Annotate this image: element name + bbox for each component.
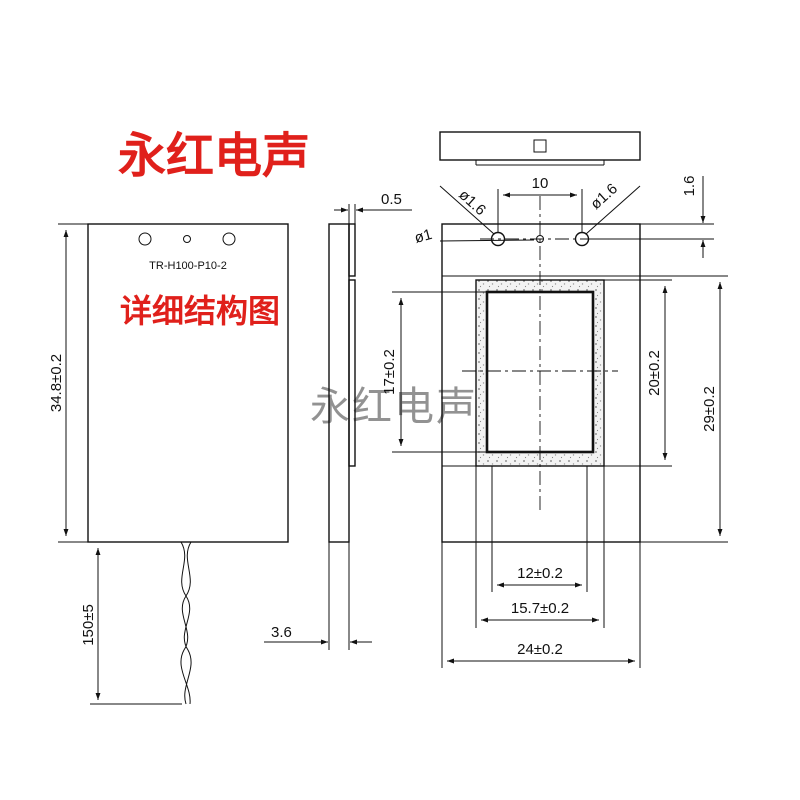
side-body: [328, 223, 350, 543]
top-edge-view: [439, 131, 641, 166]
window-width-text: 12±0.2: [517, 565, 563, 582]
height-dimension-text: 34.8±0.2: [48, 354, 65, 412]
overall-width-text: 24±0.2: [517, 641, 563, 658]
front-view: TR-H100-P10-2 34.8±0.2 150±5: [48, 223, 289, 705]
right-view: ø1.6 ø1.6 10 ø1 1.6 17±0.2: [381, 175, 728, 668]
lead-length-dimension-text: 150±5: [80, 604, 97, 646]
side-foam-layer: [348, 279, 356, 467]
watermark-text: 永红电声: [310, 384, 478, 430]
brand-title: 永红电声: [118, 128, 311, 184]
hole-spacing-text: 10: [532, 175, 549, 192]
mount-hole-center: [183, 235, 191, 243]
right-hole-diameter-text: ø1.6: [587, 180, 621, 213]
hole-offset-text: 1.6: [681, 176, 698, 197]
heater-plate-outline: [87, 223, 289, 543]
plate-outline: [441, 223, 641, 543]
side-top-layer: [348, 223, 356, 277]
bottom-thickness-text: 3.6: [271, 624, 292, 641]
window-height-text: 17±0.2: [381, 349, 398, 395]
structure-subtitle: 详细结构图: [120, 292, 281, 330]
overall-height-text: 29±0.2: [701, 386, 718, 432]
frame-width-text: 15.7±0.2: [511, 600, 569, 617]
mount-hole-left: [138, 232, 152, 246]
top-thickness-text: 0.5: [381, 191, 402, 208]
frame-height-text: 20±0.2: [646, 350, 663, 396]
center-hole-diameter-text: ø1: [413, 226, 434, 247]
side-view: 0.5 3.6: [264, 191, 412, 650]
top-edge-outline: [439, 131, 641, 161]
lead-wires: [180, 541, 192, 705]
mount-hole-right: [222, 232, 236, 246]
model-label: TR-H100-P10-2: [149, 260, 227, 272]
